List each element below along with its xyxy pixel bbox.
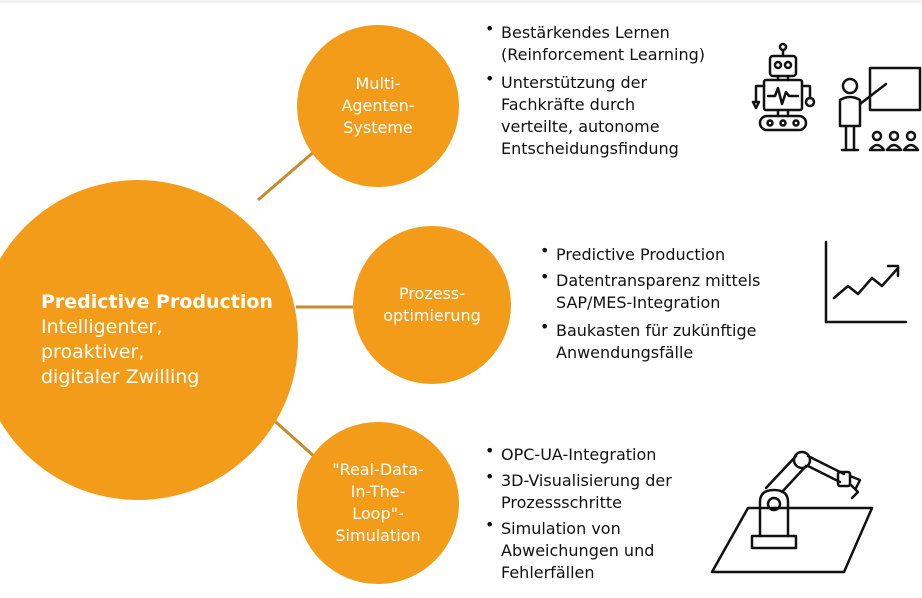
hub-circle: Predictive Production Intelligenter, pro…: [0, 180, 298, 500]
hub-title: Predictive Production: [41, 291, 273, 313]
node-real-data-simulation: "Real-Data- In-The- Loop"- Simulation: [297, 422, 459, 584]
bullet-item: Baukasten für zukünftige Anwendungsfälle: [540, 316, 810, 364]
bullet-item: 3D-Visualisierung der Prozessschritte: [485, 466, 725, 514]
bullet-text: Unterstützung der: [501, 73, 648, 92]
connector-multi-agent: [257, 148, 317, 202]
trend-chart-icon: [824, 240, 908, 324]
hub-text: Predictive Production Intelligenter, pro…: [0, 290, 273, 390]
bullet-text: Baukasten für zukünftige: [556, 321, 757, 340]
node-label: Multi- Agenten- Systeme: [341, 73, 414, 139]
bullet-text: Fachkräfte durch: [501, 95, 636, 114]
hub-line: digitaler Zwilling: [41, 366, 200, 388]
bullet-text: Anwendungsfälle: [556, 343, 694, 362]
bullet-text: Simulation von: [501, 519, 621, 538]
bullet-text: Datentransparenz mittels: [556, 271, 761, 290]
teacher-presentation-icon: [838, 66, 922, 152]
top-border: [0, 0, 922, 3]
node-label-line: Multi-: [355, 74, 401, 93]
robot-icon: [751, 42, 816, 132]
bullet-list-prozess: Predictive Production Datentransparenz m…: [540, 240, 810, 364]
bullet-text: Abweichungen und: [501, 541, 655, 560]
node-label-line: Loop"-: [352, 504, 404, 523]
bullet-text: Predictive Production: [556, 245, 726, 264]
bullet-text: Fehlerfällen: [501, 563, 595, 582]
bullet-text: (Reinforcement Learning): [501, 45, 705, 64]
hub-line: proaktiver,: [41, 341, 145, 363]
node-label-line: In-The-: [350, 482, 406, 501]
bullet-text: Bestärkendes Lernen: [501, 23, 670, 42]
hub-line: Intelligenter,: [41, 316, 163, 338]
bullet-list-simulation: OPC-UA-Integration 3D-Visualisierung der…: [485, 440, 725, 584]
bullet-item: Unterstützung der Fachkräfte durch verte…: [485, 68, 745, 160]
node-multi-agent-systeme: Multi- Agenten- Systeme: [297, 25, 459, 187]
node-prozessoptimierung: Prozess- optimierung: [353, 226, 511, 384]
node-label: Prozess- optimierung: [383, 283, 481, 327]
bullet-text: OPC-UA-Integration: [501, 445, 657, 464]
node-label-line: optimierung: [383, 306, 481, 325]
node-label-line: Agenten-: [341, 96, 415, 115]
bullet-item: Bestärkendes Lernen (Reinforcement Learn…: [485, 18, 745, 66]
node-label-line: Simulation: [335, 526, 421, 545]
bullet-text: Prozessschritte: [501, 493, 622, 512]
bullet-text: SAP/MES-Integration: [556, 293, 721, 312]
robot-arm-icon: [710, 450, 874, 574]
bullet-item: OPC-UA-Integration: [485, 440, 725, 466]
node-label-line: Systeme: [343, 118, 413, 137]
bullet-item: Predictive Production: [540, 240, 810, 266]
bullet-item: Datentransparenz mittels SAP/MES-Integra…: [540, 266, 810, 314]
node-label-line: "Real-Data-: [332, 460, 424, 479]
bullet-text: verteilte, autonome: [501, 117, 660, 136]
bullet-text: Entscheidungsfindung: [501, 139, 679, 158]
bullet-item: Simulation von Abweichungen und Fehlerfä…: [485, 514, 725, 584]
node-label-line: Prozess-: [398, 284, 466, 303]
bullet-text: 3D-Visualisierung der: [501, 471, 672, 490]
bullet-list-multi-agent: Bestärkendes Lernen (Reinforcement Learn…: [485, 18, 745, 160]
node-label: "Real-Data- In-The- Loop"- Simulation: [332, 459, 424, 547]
